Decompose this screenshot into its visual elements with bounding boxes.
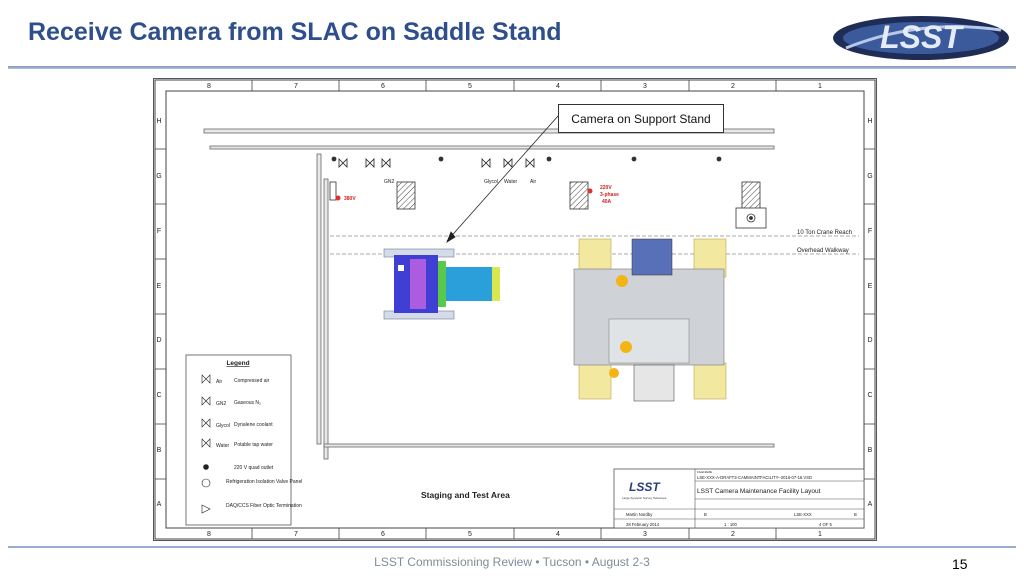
drawing-date: 28 February 2014	[626, 522, 660, 527]
col-label-4-bottom: 4	[556, 531, 560, 538]
valve-icon-group	[338, 158, 535, 168]
equipment-panels	[329, 181, 761, 210]
row-label-a-right: A	[868, 501, 873, 508]
camera-callout-box: Camera on Support Stand	[558, 104, 724, 133]
row-label-b-left: B	[157, 447, 162, 454]
bottom-column-labels: 8 7 6 5 4 3 2 1	[207, 531, 822, 538]
legend-box: Legend Air Compressed air GN2 Gaseous N₂…	[185, 354, 302, 526]
title-block: LSST Large Synoptic Survey Telescope FIL…	[613, 468, 865, 529]
footer-divider	[8, 546, 1016, 548]
power-outlet-icon	[335, 195, 341, 201]
power-outlet-icon	[587, 188, 593, 194]
row-label-b-right: B	[868, 447, 873, 454]
row-label-d-right: D	[867, 337, 872, 344]
dwg-no-value: LSE-XXX	[794, 512, 812, 517]
legend-tag-gn2: GN2	[216, 401, 227, 407]
legend-label-quad-outlet: 220 V quad outlet	[234, 465, 274, 471]
col-label-4-top: 4	[556, 83, 560, 90]
title-divider	[8, 66, 1016, 69]
gn2-label: GN2	[384, 179, 395, 185]
row-label-c-left: C	[156, 392, 161, 399]
filename-label: FILENAME	[697, 470, 712, 474]
row-label-e-left: E	[157, 283, 162, 290]
drawn-by: Martin Nordby	[626, 512, 653, 517]
col-label-2-top: 2	[731, 83, 735, 90]
col-label-7-bottom: 7	[294, 531, 298, 538]
facility-drawing: 8 7 6 5 4 3 2 1 8 7 6 5 4 3 2 1	[153, 78, 877, 541]
row-label-g-left: G	[156, 173, 161, 180]
water-label: Water	[504, 179, 517, 185]
crane-hoist-icon	[735, 207, 767, 229]
scale-value: 1 : 100	[724, 522, 737, 527]
legend-label-tap-water: Potable tap water	[234, 442, 273, 448]
title-block-logo: LSST	[629, 480, 661, 494]
col-label-8-top: 8	[207, 83, 211, 90]
slide-footer: LSST Commissioning Review • Tucson • Aug…	[374, 555, 650, 569]
row-label-h-right: H	[867, 118, 872, 125]
col-label-7-top: 7	[294, 83, 298, 90]
slide-title: Receive Camera from SLAC on Saddle Stand	[28, 18, 562, 46]
glycol-label: Glycol	[484, 179, 498, 185]
legend-tag-glycol: Glycol	[216, 423, 230, 429]
legend-label-compressed-air: Compressed air	[234, 378, 270, 384]
building-walls	[203, 128, 775, 460]
col-label-6-top: 6	[381, 83, 385, 90]
row-label-c-right: C	[867, 392, 872, 399]
row-label-f-right: F	[868, 228, 872, 235]
legend-tag-water: Water	[216, 443, 229, 449]
col-label-1-top: 1	[818, 83, 822, 90]
col-label-3-top: 3	[643, 83, 647, 90]
power-380v-label: 380V	[344, 196, 356, 202]
col-label-5-top: 5	[468, 83, 472, 90]
power-40a-label: 40A	[602, 199, 612, 205]
legend-title: Legend	[226, 360, 249, 367]
top-column-labels: 8 7 6 5 4 3 2 1	[207, 83, 822, 90]
camera-callout-text: Camera on Support Stand	[571, 111, 711, 126]
facility-plan: 8 7 6 5 4 3 2 1 8 7 6 5 4 3 2 1	[154, 79, 876, 540]
col-label-2-bottom: 2	[731, 531, 735, 538]
legend-label-fiber: DAQ/CCS Fiber Optic Termination	[226, 503, 302, 509]
project-title: LSST Camera Maintenance Facility Layout	[697, 488, 821, 495]
col-label-6-bottom: 6	[381, 531, 385, 538]
crane-reach-label: 10 Ton Crane Reach	[797, 230, 852, 236]
col-label-3-bottom: 3	[643, 531, 647, 538]
title-block-org: Large Synoptic Survey Telescope	[622, 496, 667, 500]
legend-tag-air: Air	[216, 379, 222, 385]
air-label: Air	[530, 179, 536, 185]
col-label-5-bottom: 5	[468, 531, 472, 538]
staging-area-label: Staging and Test Area	[421, 490, 510, 500]
camera-on-saddle-stand	[383, 248, 500, 320]
logo-text: LSST	[880, 19, 964, 55]
row-label-h-left: H	[156, 118, 161, 125]
col-label-1-bottom: 1	[818, 531, 822, 538]
row-label-a-left: A	[157, 501, 162, 508]
legend-label-refrigeration: Refrigeration Isolation Valve Panel	[226, 479, 302, 485]
size-value: B	[704, 512, 707, 517]
column-ticks	[251, 80, 777, 539]
walkway-label: Overhead Walkway	[797, 248, 849, 254]
row-ticks	[155, 148, 875, 480]
row-label-g-right: G	[867, 173, 872, 180]
rev-value: B	[854, 512, 857, 517]
maintenance-stand	[573, 238, 727, 402]
row-label-f-left: F	[157, 228, 161, 235]
legend-label-gaseous-n2: Gaseous N₂	[234, 400, 261, 406]
row-label-e-right: E	[868, 283, 873, 290]
right-row-labels: H G F E D C B A	[867, 118, 872, 508]
filename-value: LSE-XXX-A-DRAFT3-CAMMAINTFACILITY--2016-…	[697, 475, 812, 480]
legend-label-dynalene: Dynalene coolant	[234, 422, 273, 428]
power-3phase-label: 3-phase	[600, 192, 619, 198]
power-220v-label: 220V	[600, 185, 612, 191]
col-label-8-bottom: 8	[207, 531, 211, 538]
row-label-d-left: D	[156, 337, 161, 344]
utility-drops	[331, 156, 722, 162]
lsst-logo: LSST	[833, 16, 1009, 60]
left-row-labels: H G F E D C B A	[156, 118, 161, 508]
sheet-value: 4 OF 5	[819, 522, 832, 527]
callout-arrow	[446, 115, 559, 243]
page-number: 15	[952, 556, 968, 572]
